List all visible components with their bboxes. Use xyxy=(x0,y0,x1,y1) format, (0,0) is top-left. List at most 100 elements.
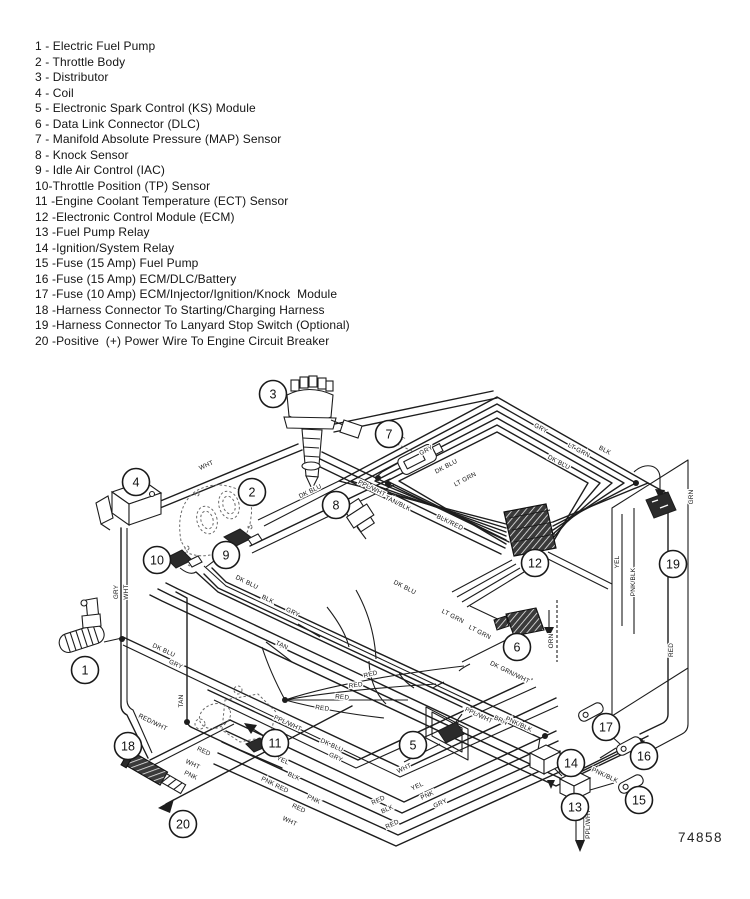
wire-label: DK BLU xyxy=(546,454,571,472)
svg-text:17: 17 xyxy=(599,721,613,735)
callout-11: 11 xyxy=(260,728,290,758)
wire-label: RED xyxy=(315,704,330,713)
wire-label: WHT xyxy=(396,762,413,775)
svg-text:3: 3 xyxy=(270,388,277,402)
svg-text:6: 6 xyxy=(514,641,521,655)
figure-number: 74858 xyxy=(678,830,723,845)
distributor-art xyxy=(283,375,363,491)
callout-1: 1 xyxy=(70,655,100,685)
wire-label: BLK xyxy=(380,804,395,816)
svg-text:15: 15 xyxy=(632,794,646,808)
callout-3: 3 xyxy=(258,379,288,409)
lanyard-connector-art xyxy=(645,491,677,519)
svg-text:14: 14 xyxy=(564,757,578,771)
callout-13: 13 xyxy=(560,792,590,822)
wire-label: PPL/WHT xyxy=(585,809,592,839)
callout-5: 5 xyxy=(398,730,428,760)
callout-14: 14 xyxy=(556,748,586,778)
legend-item: 16 -Fuse (15 Amp) ECM/DLC/Battery xyxy=(35,271,237,286)
wire-label: GRY xyxy=(113,584,120,599)
relay14-arrow xyxy=(547,780,555,789)
callout-12: 12 xyxy=(520,548,550,578)
svg-text:13: 13 xyxy=(568,801,582,815)
legend-item: 13 -Fuel Pump Relay xyxy=(35,225,150,239)
legend-item: 6 - Data Link Connector (DLC) xyxy=(35,116,200,131)
legend-item: 8 - Knock Sensor xyxy=(35,147,129,162)
callout-4: 4 xyxy=(121,467,151,497)
legend-item: 7 - Manifold Absolute Pressure (MAP) Sen… xyxy=(35,132,282,146)
wire-label: TAN xyxy=(178,694,185,707)
wire-label: RED xyxy=(335,693,350,701)
svg-text:20: 20 xyxy=(176,818,190,832)
wire-label: RED xyxy=(348,681,363,690)
callout-8: 8 xyxy=(321,490,351,520)
wire-label: PNK xyxy=(306,794,322,806)
svg-text:11: 11 xyxy=(269,737,282,751)
ks-module-art xyxy=(425,706,469,761)
callout-2: 2 xyxy=(237,477,267,507)
callout-20: 20 xyxy=(168,809,198,839)
wire-label: WHT xyxy=(281,815,298,828)
wire-label: GRY xyxy=(328,751,344,764)
wire-label: LT GRN xyxy=(453,471,478,489)
fuse-17-art xyxy=(578,702,604,722)
wire-label: GRY xyxy=(168,658,184,671)
callout-15: 15 xyxy=(624,785,654,815)
fuse-15-art xyxy=(618,774,644,794)
callout-16: 16 xyxy=(629,741,659,771)
relay13-arrow xyxy=(575,840,585,852)
svg-text:5: 5 xyxy=(410,739,417,753)
wire-label: WHT xyxy=(123,584,130,599)
wire-label: DK BLU xyxy=(392,579,417,596)
wire-label: RED xyxy=(668,643,675,657)
legend-item: 1 - Electric Fuel Pump xyxy=(35,39,156,53)
harness-wires xyxy=(103,390,689,847)
wire-label: ORN xyxy=(548,633,555,648)
legend-item: 14 -Ignition/System Relay xyxy=(35,240,175,255)
legend-item: 12 -Electronic Control Module (ECM) xyxy=(35,209,235,224)
svg-text:10: 10 xyxy=(150,554,164,568)
svg-text:16: 16 xyxy=(637,750,651,764)
svg-text:2: 2 xyxy=(249,486,256,500)
legend-item: 3 - Distributor xyxy=(35,70,109,84)
legend-item: 2 - Throttle Body xyxy=(35,54,126,69)
callout-6: 6 xyxy=(502,632,532,662)
legend-item: 18 -Harness Connector To Starting/Chargi… xyxy=(35,302,325,317)
wire-label: DK GRN/WHT xyxy=(489,660,531,685)
svg-text:19: 19 xyxy=(666,558,680,572)
wire-label: YEL xyxy=(410,781,425,793)
callout-19: 19 xyxy=(658,549,688,579)
svg-text:18: 18 xyxy=(121,740,135,754)
dlc-art xyxy=(493,607,545,637)
svg-text:1: 1 xyxy=(82,664,89,678)
dlc-arrow xyxy=(544,627,554,637)
callout-9: 9 xyxy=(211,540,241,570)
legend-item: 4 - Coil xyxy=(35,85,74,100)
wire-label: PNK xyxy=(183,770,199,782)
wire-label: WHT xyxy=(198,459,215,472)
legend-item: 5 - Electronic Spark Control (KS) Module xyxy=(35,101,256,115)
svg-text:8: 8 xyxy=(333,499,340,513)
wire-label: LT GRN xyxy=(467,624,492,641)
legend-item: 17 -Fuse (10 Amp) ECM/Injector/Ignition/… xyxy=(35,287,338,301)
wire-label: PNK/BLK xyxy=(590,766,619,785)
legend-item: 15 -Fuse (15 Amp) Fuel Pump xyxy=(35,256,199,270)
wire-label: PNK/BLK xyxy=(630,567,637,596)
wire-label: DK BLU xyxy=(234,574,259,591)
legend-item: 20 -Positive (+) Power Wire To Engine Ci… xyxy=(35,333,330,348)
callout-17: 17 xyxy=(591,712,621,742)
callout-18: 18 xyxy=(113,731,143,761)
wire-label: RED xyxy=(385,818,401,830)
wire-label: DK BLU xyxy=(434,458,459,476)
wire-label: BLK xyxy=(286,771,301,783)
wire-label: GRY xyxy=(432,797,448,810)
ignition-relay-art xyxy=(528,744,562,775)
tp-sensor-art xyxy=(165,549,203,569)
wire-label: YEL xyxy=(614,555,621,568)
ecm-art xyxy=(503,503,557,557)
map-sensor-art xyxy=(396,442,444,475)
callout-10: 10 xyxy=(142,545,172,575)
legend-item: 19 -Harness Connector To Lanyard Stop Sw… xyxy=(35,318,350,332)
